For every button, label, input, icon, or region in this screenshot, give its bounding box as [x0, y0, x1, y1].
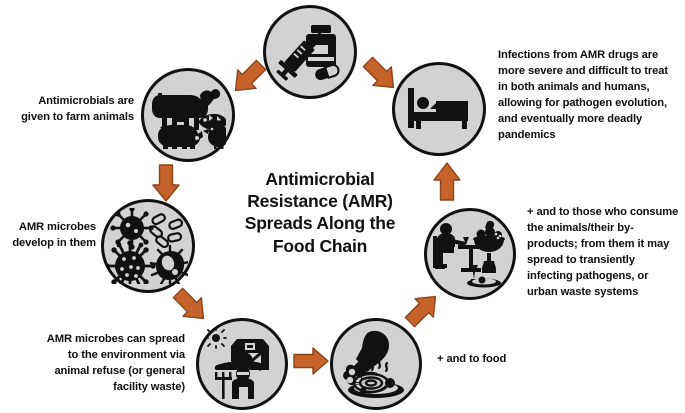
page-title-line-1: Antimicrobial — [265, 169, 375, 189]
caption-environment: AMR microbes can spread to the environme… — [46, 333, 185, 393]
syringe-and-pill-bottle-icon — [275, 21, 345, 83]
caption-farm-animals: Antimicrobials are given to farm animals — [21, 95, 134, 123]
caption-hospital: Infections from AMR drugs are more sever… — [498, 49, 669, 141]
arrow-consumers-to-hospital — [427, 159, 467, 203]
node-environment — [196, 318, 288, 410]
drumstick-and-pasta-icon — [339, 328, 413, 400]
person-dining-icon — [432, 219, 508, 289]
page-title-line-3: Spreads Along the — [244, 213, 396, 234]
node-food — [330, 318, 422, 410]
page-title-line-4: Food Chain — [272, 235, 368, 256]
arrow-animals-to-microbes — [146, 162, 186, 204]
node-drugs — [263, 5, 357, 99]
microbes-icon — [108, 208, 188, 284]
arrow-food-to-consumers — [400, 288, 444, 332]
caption-consumers: + and to those who consume the animals/t… — [527, 206, 679, 298]
farmer-and-barn-icon — [205, 329, 279, 399]
arrow-drugs-to-hospital — [358, 52, 402, 96]
node-hospital — [392, 62, 486, 156]
node-consumers — [424, 208, 516, 300]
page-title-line-2: Resistance (AMR) — [247, 191, 393, 212]
node-farm-animals — [141, 68, 235, 162]
hospital-bed-icon — [406, 86, 472, 132]
arrow-drugs-to-animals — [227, 55, 271, 99]
node-microbes — [101, 199, 195, 293]
page-title: Antimicrobial Resistance (AMR) Spreads A… — [222, 168, 418, 257]
caption-food: + and to food — [437, 353, 507, 365]
arrow-environment-to-food — [291, 341, 331, 381]
caption-microbes: AMR microbes develop in them — [12, 221, 96, 249]
farm-animals-icon — [150, 81, 226, 149]
arrow-microbes-to-environment — [168, 283, 212, 327]
